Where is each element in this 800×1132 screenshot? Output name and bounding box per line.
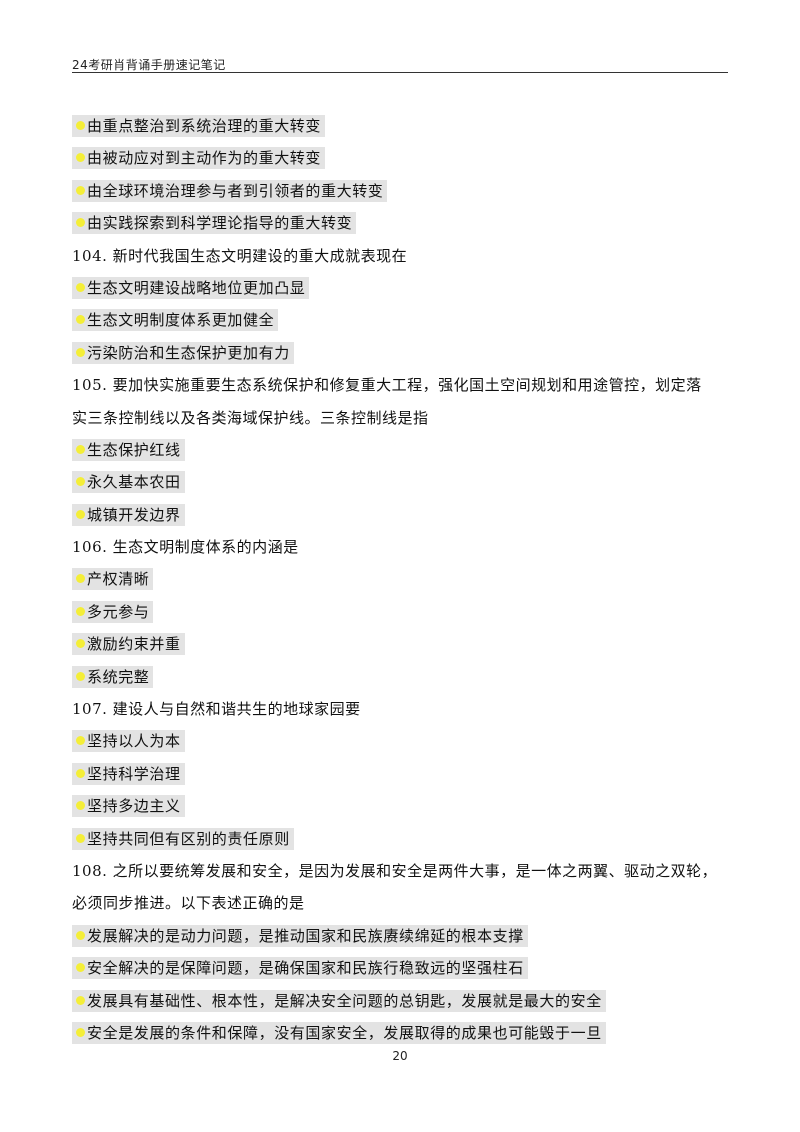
answer-option: 激励约束并重 xyxy=(72,628,728,660)
answer-option: 污染防治和生态保护更加有力 xyxy=(72,337,728,369)
bullet-marker-icon xyxy=(76,444,85,454)
highlighted-answer: 永久基本农田 xyxy=(72,471,185,494)
bullet-marker-icon xyxy=(76,801,85,811)
answer-option: 生态文明制度体系更加健全 xyxy=(72,304,728,336)
highlighted-answer: 由实践探索到科学理论指导的重大转变 xyxy=(72,212,357,235)
answer-option: 坚持科学治理 xyxy=(72,758,728,790)
highlighted-answer: 坚持科学治理 xyxy=(72,762,185,785)
answer-text: 永久基本农田 xyxy=(87,473,181,492)
answer-option: 坚持多边主义 xyxy=(72,790,728,822)
answer-option: 坚持共同但有区别的责任原则 xyxy=(72,823,728,855)
bullet-marker-icon xyxy=(76,121,85,130)
question-text: 107. 建设人与自然和谐共生的地球家园要 xyxy=(72,700,361,719)
highlighted-answer: 生态文明建设战略地位更加凸显 xyxy=(72,276,310,299)
answer-text: 城镇开发边界 xyxy=(87,505,181,524)
answer-option: 由全球环境治理参与者到引领者的重大转变 xyxy=(72,175,728,207)
highlighted-answer: 污染防治和生态保护更加有力 xyxy=(72,341,294,364)
highlighted-answer: 安全解决的是保障问题，是确保国家和民族行稳致远的坚强柱石 xyxy=(72,957,528,980)
bullet-marker-icon xyxy=(76,606,85,616)
answer-text: 坚持以人为本 xyxy=(87,732,181,751)
bullet-marker-icon xyxy=(76,315,85,325)
highlighted-answer: 产权清晰 xyxy=(72,568,154,591)
bullet-marker-icon xyxy=(76,639,85,649)
answer-text: 由全球环境治理参与者到引领者的重大转变 xyxy=(87,181,384,200)
bullet-marker-icon xyxy=(76,153,85,163)
highlighted-answer: 城镇开发边界 xyxy=(72,503,185,526)
answer-option: 多元参与 xyxy=(72,596,728,628)
bullet-marker-icon xyxy=(76,930,85,940)
answer-text: 生态文明建设战略地位更加凸显 xyxy=(87,278,306,297)
answer-text: 激励约束并重 xyxy=(87,635,181,654)
question-text: 必须同步推进。以下表述正确的是 xyxy=(72,894,305,913)
answer-option: 发展具有基础性、根本性，是解决安全问题的总钥匙，发展就是最大的安全 xyxy=(72,985,728,1017)
bullet-marker-icon xyxy=(76,833,85,843)
answer-option: 永久基本农田 xyxy=(72,466,728,498)
answer-text: 多元参与 xyxy=(87,602,150,621)
header-title: 24考研肖背诵手册速记笔记 xyxy=(72,58,226,72)
answer-option: 产权清晰 xyxy=(72,563,728,595)
bullet-marker-icon xyxy=(76,185,85,195)
answer-option: 发展解决的是动力问题，是推动国家和民族赓续绵延的根本支撑 xyxy=(72,920,728,952)
answer-option: 坚持以人为本 xyxy=(72,725,728,757)
page-number: 20 xyxy=(392,1049,408,1063)
document-body: 由重点整治到系统治理的重大转变由被动应对到主动作为的重大转变由全球环境治理参与者… xyxy=(72,110,728,1049)
bullet-marker-icon xyxy=(76,768,85,778)
highlighted-answer: 由被动应对到主动作为的重大转变 xyxy=(72,147,326,170)
answer-text: 由重点整治到系统治理的重大转变 xyxy=(87,117,322,135)
highlighted-answer: 激励约束并重 xyxy=(72,633,185,656)
question-text: 105. 要加快实施重要生态系统保护和修复重大工程，强化国土空间规划和用途管控，… xyxy=(72,376,702,395)
question-text: 108. 之所以要统筹发展和安全，是因为发展和安全是两件大事，是一体之两翼、驱动… xyxy=(72,861,718,880)
answer-option: 由实践探索到科学理论指导的重大转变 xyxy=(72,207,728,239)
answer-option: 生态保护红线 xyxy=(72,434,728,466)
question-text: 106. 生态文明制度体系的内涵是 xyxy=(72,538,299,557)
answer-option: 安全是发展的条件和保障，没有国家安全，发展取得的成果也可能毁于一旦 xyxy=(72,1017,728,1049)
answer-option: 系统完整 xyxy=(72,661,728,693)
answer-option: 由重点整治到系统治理的重大转变 xyxy=(72,110,728,142)
answer-text: 产权清晰 xyxy=(87,570,150,589)
answer-text: 安全解决的是保障问题，是确保国家和民族行稳致远的坚强柱石 xyxy=(87,959,524,978)
answer-text: 安全是发展的条件和保障，没有国家安全，发展取得的成果也可能毁于一旦 xyxy=(87,1023,602,1042)
highlighted-answer: 坚持多边主义 xyxy=(72,795,185,818)
question-text: 104. 新时代我国生态文明建设的重大成就表现在 xyxy=(72,246,408,265)
bullet-marker-icon xyxy=(76,282,85,292)
highlighted-answer: 系统完整 xyxy=(72,665,154,688)
answer-text: 由被动应对到主动作为的重大转变 xyxy=(87,149,322,168)
answer-text: 坚持多边主义 xyxy=(87,797,181,816)
answer-text: 生态保护红线 xyxy=(87,440,181,459)
bullet-marker-icon xyxy=(76,671,85,681)
bullet-marker-icon xyxy=(76,574,85,584)
page-header: 24考研肖背诵手册速记笔记 xyxy=(72,58,728,73)
answer-text: 系统完整 xyxy=(87,667,150,686)
bullet-marker-icon xyxy=(76,509,85,519)
highlighted-answer: 多元参与 xyxy=(72,600,154,623)
highlighted-answer: 生态保护红线 xyxy=(72,438,185,461)
answer-text: 坚持科学治理 xyxy=(87,764,181,783)
bullet-marker-icon xyxy=(76,347,85,357)
answer-text: 发展解决的是动力问题，是推动国家和民族赓续绵延的根本支撑 xyxy=(87,926,524,945)
answer-option: 城镇开发边界 xyxy=(72,499,728,531)
bullet-marker-icon xyxy=(76,218,85,228)
question-text: 实三条控制线以及各类海域保护线。三条控制线是指 xyxy=(72,408,429,427)
highlighted-answer: 发展具有基础性、根本性，是解决安全问题的总钥匙，发展就是最大的安全 xyxy=(72,989,606,1012)
answer-option: 生态文明建设战略地位更加凸显 xyxy=(72,272,728,304)
answer-text: 生态文明制度体系更加健全 xyxy=(87,311,275,330)
answer-text: 坚持共同但有区别的责任原则 xyxy=(87,829,290,848)
highlighted-answer: 由重点整治到系统治理的重大转变 xyxy=(72,115,326,137)
answer-text: 污染防治和生态保护更加有力 xyxy=(87,343,290,362)
bullet-marker-icon xyxy=(76,736,85,746)
answer-option: 由被动应对到主动作为的重大转变 xyxy=(72,142,728,174)
highlighted-answer: 由全球环境治理参与者到引领者的重大转变 xyxy=(72,179,388,202)
highlighted-answer: 安全是发展的条件和保障，没有国家安全，发展取得的成果也可能毁于一旦 xyxy=(72,1021,606,1044)
answer-text: 由实践探索到科学理论指导的重大转变 xyxy=(87,214,353,233)
bullet-marker-icon xyxy=(76,963,85,973)
bullet-marker-icon xyxy=(76,477,85,487)
bullet-marker-icon xyxy=(76,1027,85,1037)
bullet-marker-icon xyxy=(76,995,85,1005)
answer-option: 安全解决的是保障问题，是确保国家和民族行稳致远的坚强柱石 xyxy=(72,952,728,984)
highlighted-answer: 发展解决的是动力问题，是推动国家和民族赓续绵延的根本支撑 xyxy=(72,924,528,947)
highlighted-answer: 生态文明制度体系更加健全 xyxy=(72,309,279,332)
highlighted-answer: 坚持共同但有区别的责任原则 xyxy=(72,827,294,850)
highlighted-answer: 坚持以人为本 xyxy=(72,730,185,753)
answer-text: 发展具有基础性、根本性，是解决安全问题的总钥匙，发展就是最大的安全 xyxy=(87,991,602,1010)
